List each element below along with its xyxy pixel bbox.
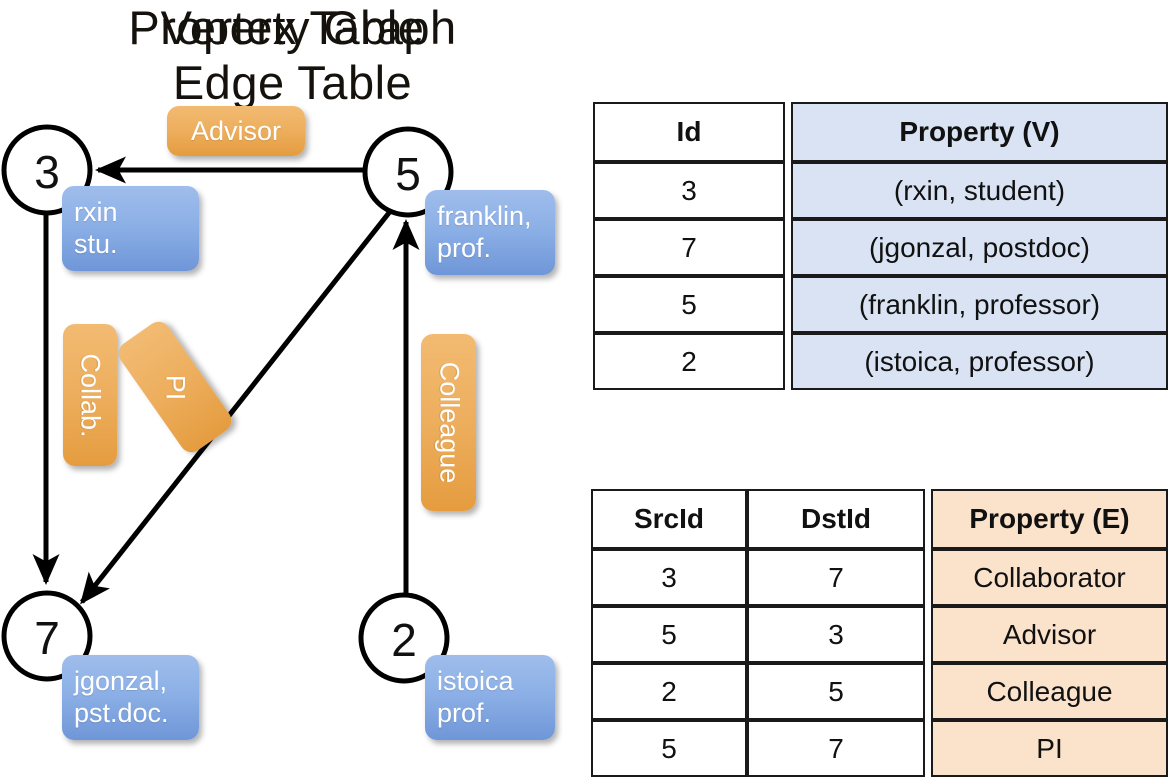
vertex-cell-property: (franklin, professor) (791, 276, 1168, 333)
table-row[interactable]: 7 (jgonzal, postdoc) (593, 219, 1168, 276)
table-row[interactable]: 3 7 Collaborator (591, 549, 1168, 606)
table-header-row: Id Property (V) (593, 102, 1168, 162)
vertex-box-rxin[interactable]: rxin stu. (62, 186, 199, 271)
edge-cell-srcid: 5 (591, 720, 747, 777)
vertex-header-property: Property (V) (791, 102, 1168, 162)
edge-5-7-pi (80, 207, 394, 605)
edge-cell-property: Advisor (931, 606, 1168, 663)
vertex-box-rxin-line2: stu. (74, 228, 118, 259)
vertex-cell-id: 3 (593, 162, 785, 219)
vertex-table: Id Property (V) 3 (rxin, student) 7 (jgo… (593, 102, 1168, 390)
vertex-box-franklin[interactable]: franklin, prof. (425, 190, 555, 275)
edge-label-advisor-text: Advisor (190, 115, 282, 146)
edge-label-colleague[interactable]: Colleague (421, 334, 476, 511)
edge-cell-dstid: 7 (747, 720, 925, 777)
node-7-label: 7 (34, 612, 60, 664)
node-5-label: 5 (395, 148, 421, 200)
vertex-box-jgonzal-line1: jgonzal, (74, 665, 168, 696)
graph-title: Property Graph (128, 1, 457, 54)
node-2[interactable]: 2 (358, 592, 450, 684)
edge-header-srcid: SrcId (591, 489, 747, 549)
vertex-table-title: Vertex Table (160, 1, 425, 54)
property-graph-panel: Property Graph 3 5 7 2 (0, 0, 585, 760)
edge-cell-property: PI (931, 720, 1168, 777)
vertex-box-franklin-line2: prof. (437, 232, 492, 263)
vertex-box-istoica-line1: istoica (437, 665, 514, 696)
edge-cell-srcid: 2 (591, 663, 747, 720)
table-row[interactable]: 2 5 Colleague (591, 663, 1168, 720)
vertex-cell-id: 5 (593, 276, 785, 333)
vertex-box-jgonzal-line2: pst.doc. (74, 697, 169, 728)
edge-label-collab[interactable]: Collab. (63, 324, 117, 466)
table-row[interactable]: 2 (istoica, professor) (593, 333, 1168, 390)
table-row[interactable]: 5 (franklin, professor) (593, 276, 1168, 333)
edge-cell-dstid: 5 (747, 663, 925, 720)
vertex-box-istoica[interactable]: istoica prof. (425, 655, 555, 740)
table-row[interactable]: 5 3 Advisor (591, 606, 1168, 663)
node-2-label: 2 (391, 614, 417, 666)
edge-table: SrcId DstId Property (E) 3 7 Collaborato… (591, 489, 1168, 777)
vertex-cell-id: 7 (593, 219, 785, 276)
vertex-cell-property: (rxin, student) (791, 162, 1168, 219)
edge-header-dstid: DstId (747, 489, 925, 549)
vertex-cell-property: (jgonzal, postdoc) (791, 219, 1168, 276)
edge-cell-srcid: 5 (591, 606, 747, 663)
table-row[interactable]: 3 (rxin, student) (593, 162, 1168, 219)
edge-cell-property: Collaborator (931, 549, 1168, 606)
edge-cell-dstid: 3 (747, 606, 925, 663)
vertex-cell-id: 2 (593, 333, 785, 390)
edge-header-property: Property (E) (931, 489, 1168, 549)
edge-label-collab-text: Collab. (75, 352, 106, 438)
edge-cell-dstid: 7 (747, 549, 925, 606)
table-row[interactable]: 5 7 PI (591, 720, 1168, 777)
vertex-box-franklin-line1: franklin, (437, 200, 532, 231)
edge-label-advisor[interactable]: Advisor (167, 106, 305, 156)
vertex-cell-property: (istoica, professor) (791, 333, 1168, 390)
vertex-box-istoica-line2: prof. (437, 697, 492, 728)
vertex-box-rxin-line1: rxin (74, 196, 118, 227)
edge-label-colleague-text: Colleague (434, 361, 464, 484)
vertex-header-id: Id (593, 102, 785, 162)
vertex-box-jgonzal[interactable]: jgonzal, pst.doc. (62, 655, 199, 740)
edge-label-pi-text: PI (160, 374, 191, 400)
edge-cell-property: Colleague (931, 663, 1168, 720)
node-3-label: 3 (34, 146, 60, 198)
edge-table-title: Edge Table (172, 56, 413, 109)
graph-canvas: 3 5 7 2 (1, 124, 454, 684)
edge-cell-srcid: 3 (591, 549, 747, 606)
table-header-row: SrcId DstId Property (E) (591, 489, 1168, 549)
